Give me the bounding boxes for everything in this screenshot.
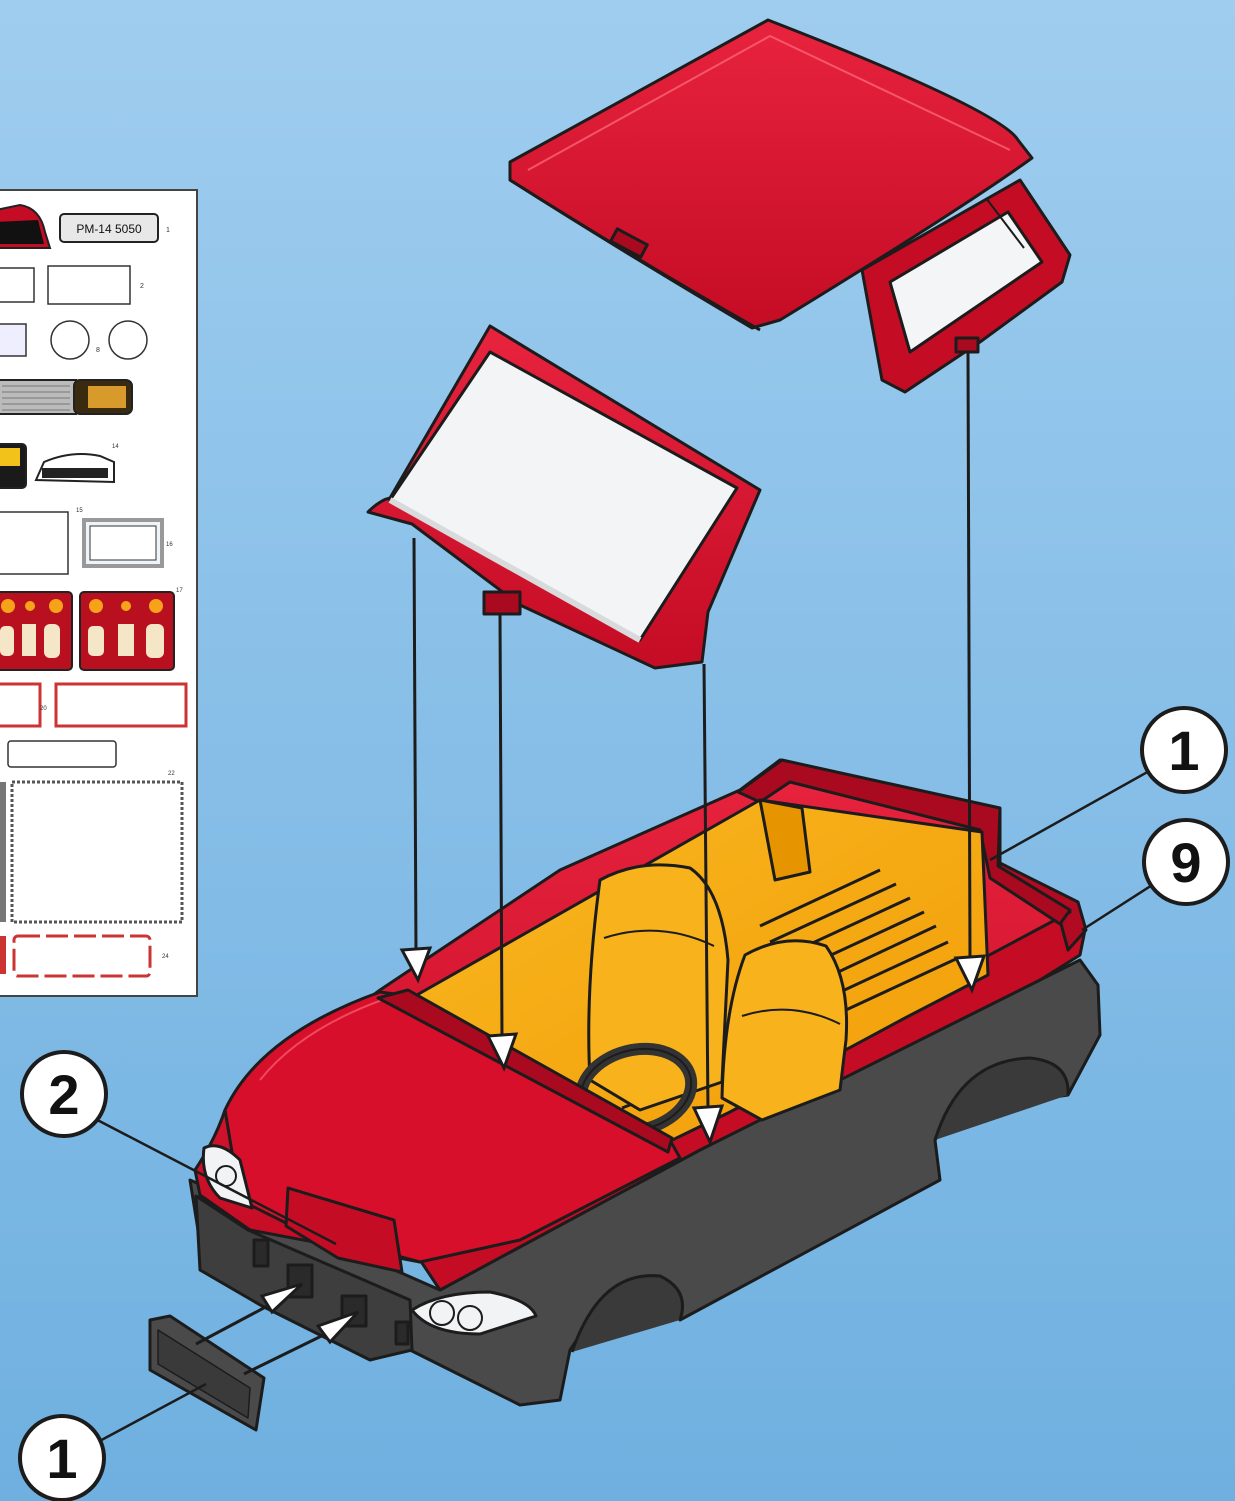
sticker-number-16: 16 [166, 542, 173, 548]
sticker-number-22: 22 [168, 771, 175, 777]
roof-post-tab [956, 338, 978, 352]
sticker-number-20: 20 [40, 706, 47, 712]
sticker-circle-a [51, 321, 89, 359]
callout-number-roof-plate: 1 [1168, 719, 1199, 782]
sticker-circle-b [109, 321, 147, 359]
sticker-number-24: 24 [162, 954, 169, 960]
arrow-down-icon [968, 352, 970, 960]
callout-number-roof-body: 9 [1170, 831, 1201, 894]
sticker-number-17: 17 [176, 588, 183, 594]
sticker-sheet: PM-14 5050 1 2 8 14 15 16 [0, 190, 197, 996]
callout-number-front-plate: 1 [46, 1427, 77, 1490]
sticker-red-window-inner [0, 220, 44, 244]
arrow-down-icon [500, 614, 502, 1040]
sticker-grille [0, 380, 76, 414]
sticker-number-15: 15 [76, 508, 83, 514]
sticker-tailpipe-gold [88, 386, 126, 408]
sticker-strip-8b [56, 684, 186, 726]
sticker-number-2: 2 [140, 283, 144, 290]
car-seat-right [722, 941, 847, 1120]
sticker-rect-2a [0, 268, 34, 302]
windshield-tab [484, 592, 520, 614]
callout-number-hood: 2 [48, 1063, 79, 1126]
sticker-rect-3 [0, 324, 26, 356]
sticker-rect-6b-inner [90, 526, 156, 560]
sticker-strip-9 [8, 741, 116, 767]
sticker-strip-11b [14, 936, 150, 976]
sticker-car-logo-band [42, 468, 108, 478]
sticker-strip-11a [0, 936, 6, 974]
sticker-rect-2b [48, 266, 130, 304]
sticker-plate-text: PM-14 5050 [76, 222, 142, 236]
arrow-down-icon [414, 538, 416, 954]
car-bumper-clip-right [396, 1322, 408, 1344]
sticker-large-window-side [0, 782, 6, 922]
sticker-number-8: 8 [96, 347, 100, 354]
sticker-strip-8a [0, 684, 40, 726]
sticker-number-14: 14 [112, 444, 119, 450]
car-bumper-clip-left [254, 1240, 268, 1266]
sticker-badge-yellow-fill [0, 448, 20, 466]
sticker-large-window [12, 782, 182, 922]
sticker-rect-6a [0, 512, 68, 574]
sticker-number-1: 1 [166, 227, 170, 234]
